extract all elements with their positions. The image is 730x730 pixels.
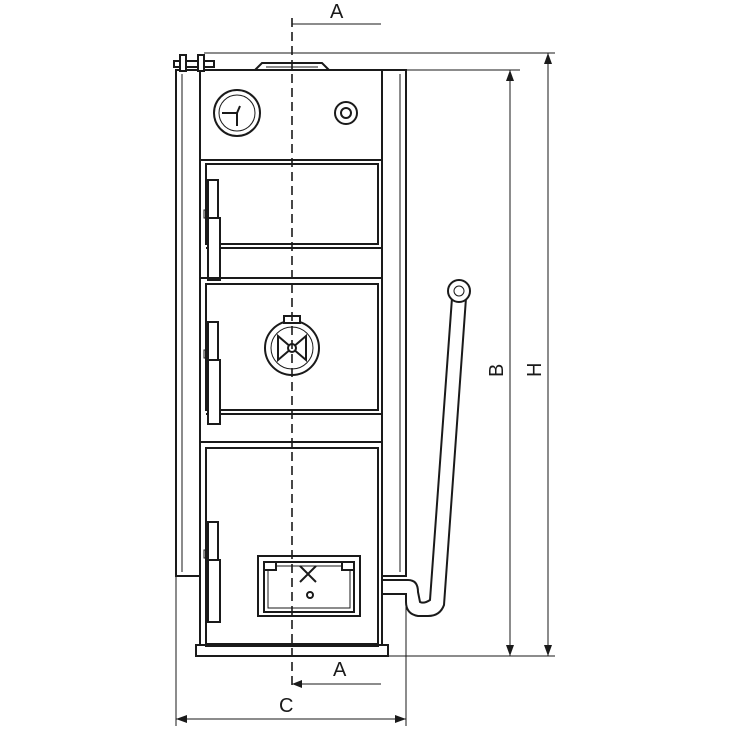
lower-handle xyxy=(207,559,221,623)
lower-hinge xyxy=(207,521,219,563)
dim-label-b: B xyxy=(486,364,508,377)
dim-h-arrow-bottom xyxy=(544,645,552,656)
middle-handle xyxy=(207,359,221,425)
middle-door xyxy=(200,277,382,425)
upper-hinge xyxy=(207,179,219,219)
control-panel xyxy=(200,89,382,161)
dim-label-c: C xyxy=(279,695,293,717)
control-knob-icon xyxy=(334,101,358,125)
ash-regulator xyxy=(257,555,361,617)
dim-c-arrow-left xyxy=(176,715,187,723)
dim-h-arrow-top xyxy=(544,53,552,64)
middle-hinge-pin xyxy=(203,349,209,359)
right-side-panel xyxy=(381,69,407,577)
dim-b-arrow-bottom xyxy=(506,645,514,656)
upper-hinge-pin xyxy=(203,209,209,219)
upper-handle xyxy=(207,217,221,281)
pressure-temperature-gauge-icon xyxy=(213,89,261,137)
dimension-lines xyxy=(175,23,555,726)
middle-hinge xyxy=(207,321,219,363)
dim-label-a-bottom: A xyxy=(333,659,347,681)
dim-b-arrow-top xyxy=(506,70,514,81)
lever-handle-icon xyxy=(381,279,471,617)
dim-label-a-top: A xyxy=(330,1,344,23)
lower-door xyxy=(200,441,382,645)
dim-a-bottom-arrow xyxy=(292,680,302,688)
upper-door xyxy=(203,163,382,281)
dim-c-arrow-right xyxy=(395,715,406,723)
top-bolt-icon xyxy=(173,54,215,72)
lower-hinge-pin xyxy=(203,549,209,559)
left-side-panel xyxy=(175,69,201,577)
dim-label-h: H xyxy=(524,363,546,377)
